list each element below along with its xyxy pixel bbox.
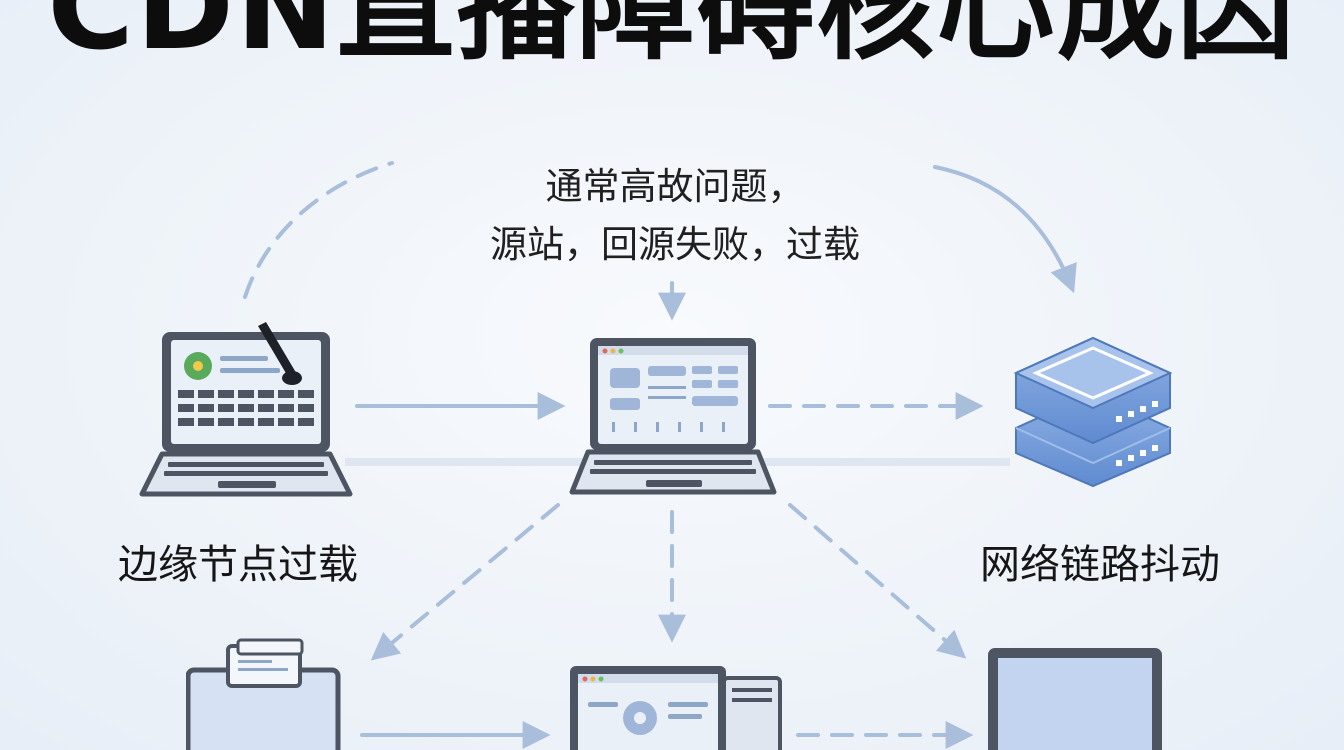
desktop-workstation-icon (570, 666, 782, 750)
label-left: 边缘节点过载 (118, 542, 358, 588)
monitor-right-icon (988, 648, 1162, 750)
curve-right-arrow (933, 165, 1077, 294)
center-caption: 通常高故问题， 源站，回源失败，过载 (350, 158, 1000, 274)
diagram-title: CDN直播障碍核心成因 (47, 0, 1297, 76)
laptop-left-icon (139, 322, 353, 497)
laptop-center-icon (569, 338, 777, 495)
arrow-center-down-right (788, 503, 967, 659)
caption-line-2: 源站，回源失败，过载 (490, 223, 860, 266)
caption-line-1: 通常高故问题， (545, 165, 805, 208)
clipboard-monitor-icon (186, 638, 341, 750)
label-right: 网络链路抖动 (980, 542, 1220, 588)
arrow-center-down-left (370, 503, 560, 661)
curve-left-arc (243, 161, 394, 299)
server-stack-icon (1013, 336, 1173, 488)
